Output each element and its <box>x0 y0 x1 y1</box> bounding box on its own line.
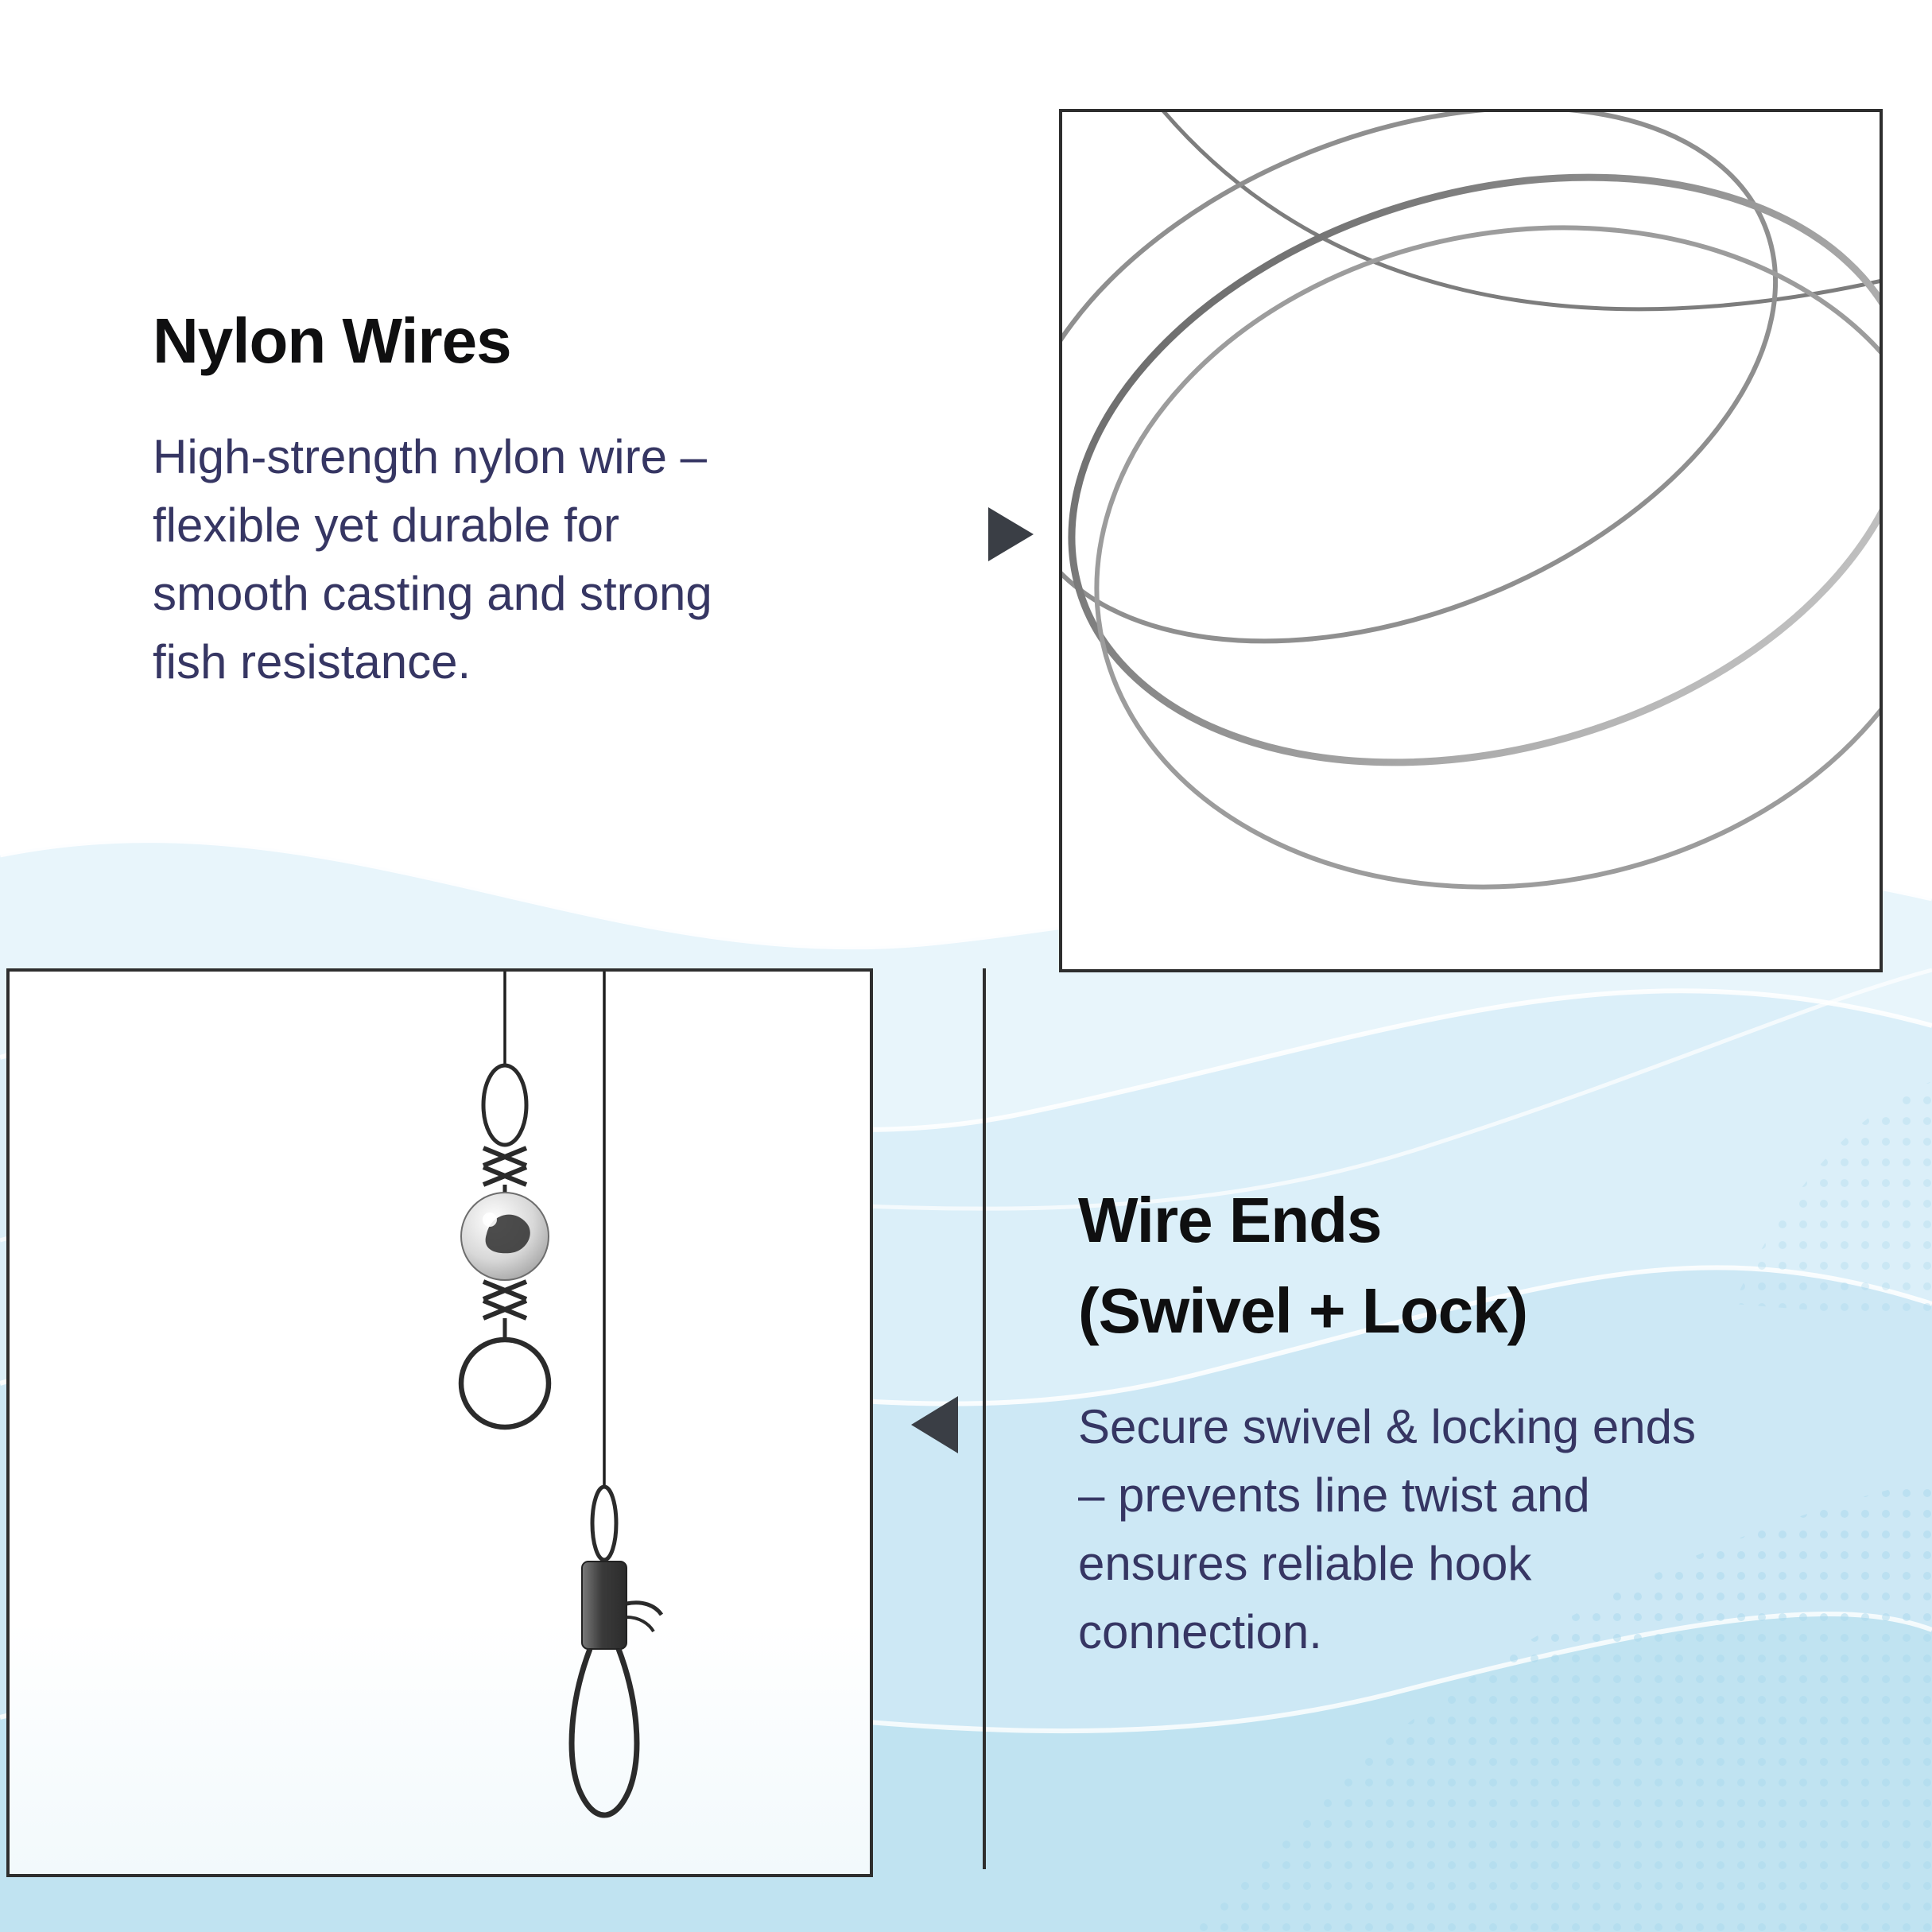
swivel-lock-illustration <box>458 972 664 1818</box>
nylon-wires-description: High-strength nylon wire – flexible yet … <box>153 423 916 696</box>
nylon-wires-title: Nylon Wires <box>153 305 512 376</box>
nylon-wire-photo-frame <box>1059 109 1883 972</box>
paragraph-line: ensures reliable hook <box>1078 1537 1532 1590</box>
wire-ends-section: Wire Ends (Swivel + Lock) Secure swivel … <box>1078 1175 1889 1666</box>
paragraph-line: fish resistance. <box>153 635 471 689</box>
wire-ends-title: Wire Ends (Swivel + Lock) <box>1078 1175 1889 1356</box>
wire-ends-title-line2: (Swivel + Lock) <box>1078 1275 1528 1346</box>
paragraph-line: connection. <box>1078 1605 1322 1658</box>
paragraph-line: High-strength nylon wire – <box>153 430 708 483</box>
paragraph-line: Secure swivel & locking ends <box>1078 1400 1697 1453</box>
nylon-wires-section: Nylon Wires High-strength nylon wire – f… <box>153 296 916 696</box>
wire-ends-description: Secure swivel & locking ends – prevents … <box>1078 1393 1889 1666</box>
arrow-right-icon <box>988 507 1034 561</box>
paragraph-line: flexible yet durable for <box>153 499 619 552</box>
arrow-left-icon <box>911 1396 958 1453</box>
swivel-photo-frame <box>6 968 873 1877</box>
wire-ends-title-line1: Wire Ends <box>1078 1185 1382 1255</box>
nylon-wire-illustration <box>1062 112 1880 969</box>
paragraph-line: – prevents line twist and <box>1078 1468 1590 1522</box>
divider-line <box>983 968 986 1869</box>
paragraph-line: smooth casting and strong <box>153 567 712 620</box>
